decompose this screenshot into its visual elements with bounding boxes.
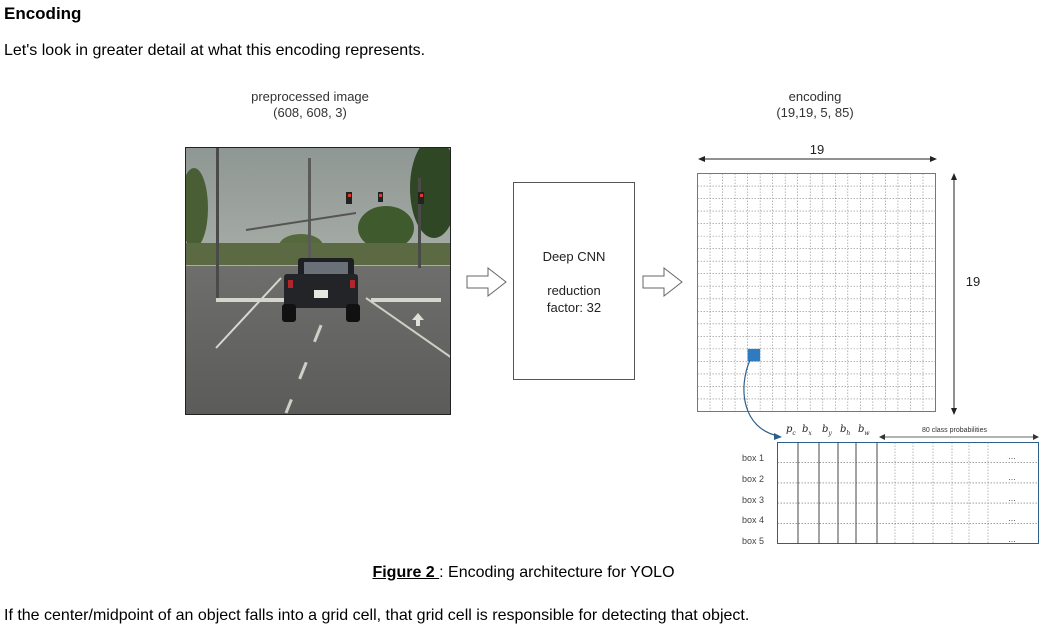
footer-text: If the center/midpoint of an object fall…: [4, 607, 750, 624]
road-scene-image: [186, 148, 450, 414]
ellipsis: ...: [1008, 534, 1016, 545]
box-labels: box 1 box 2 box 3 box 4 box 5: [742, 448, 764, 552]
ellipsis: ...: [1008, 492, 1016, 503]
highlighted-grid-cell: [747, 348, 761, 362]
section-heading: Encoding: [4, 4, 82, 23]
box-parameter: by: [822, 424, 832, 437]
cnn-reduction-line1: reduction: [547, 283, 601, 298]
input-shape: (608, 608, 3): [273, 105, 347, 120]
figure-caption-text: : Encoding architecture for YOLO: [439, 564, 675, 581]
encoding-height-label: 19: [965, 274, 981, 289]
ellipsis: ...: [1008, 451, 1016, 461]
cnn-reduction-line2: factor: 32: [546, 300, 602, 315]
ellipsis: ...: [1008, 471, 1016, 482]
box-label: box 1: [742, 453, 765, 463]
height-dimension-arrow: [951, 173, 957, 415]
class-probabilities-label: 80 class probabilities: [922, 427, 987, 434]
box-parameter: bw: [858, 424, 870, 437]
road-photo: [185, 147, 451, 415]
flow-arrow-1: [466, 266, 507, 298]
figure-label: Figure 2: [372, 564, 440, 581]
encoding-title: encoding: [788, 89, 842, 104]
flow-arrow-2: [642, 266, 683, 298]
deep-cnn-box: Deep CNN reduction factor: 32: [513, 182, 635, 380]
box-parameter: pc: [786, 424, 796, 437]
box-vector-table: [777, 442, 1039, 544]
figure-caption: Figure 2 : Encoding architecture for YOL…: [0, 564, 1047, 582]
cell-to-detail-arrow: [743, 359, 782, 440]
box-parameter: bx: [802, 424, 812, 437]
box-label: box 5: [742, 536, 765, 547]
box-label: box 4: [742, 515, 765, 526]
intro-text: Let's look in greater detail at what thi…: [4, 42, 426, 59]
input-title: preprocessed image: [251, 89, 369, 104]
box-label: box 3: [742, 494, 765, 505]
box-parameter: bh: [840, 424, 851, 437]
encoding-width-label: 19: [809, 142, 825, 157]
encoding-shape: (19,19, 5, 85): [776, 105, 854, 120]
class-probabilities-arrow: [879, 434, 1039, 440]
cnn-title: Deep CNN: [542, 249, 606, 264]
ellipsis: ...: [1008, 513, 1016, 524]
width-dimension-arrow: [698, 156, 937, 162]
input-caption: preprocessed image (608, 608, 3): [210, 89, 410, 121]
encoding-grid: [697, 173, 936, 412]
box-label: box 2: [742, 473, 765, 484]
encoding-caption: encoding (19,19, 5, 85): [715, 89, 915, 121]
ellipsis-column: ... ... ... ... ...: [1006, 446, 1018, 550]
